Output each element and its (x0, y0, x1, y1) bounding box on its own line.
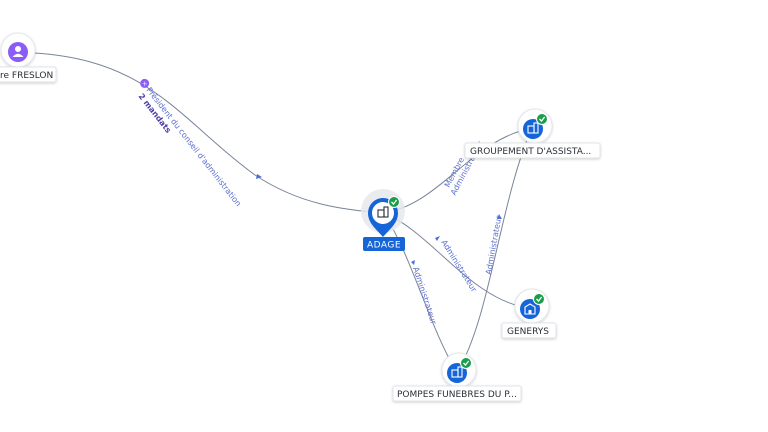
edge-label-text: Administrateur (439, 238, 479, 294)
edge-arrow (435, 236, 440, 241)
edge-label-center-generys: Administrateur (439, 238, 479, 294)
node-label: re FRESLON (0, 71, 53, 81)
node-label-box (0, 66, 57, 83)
node-groupement[interactable]: GROUPEMENT D'ASSISTA... (464, 108, 601, 159)
edge-label-person-center: × Président du conseil d'administration … (137, 78, 244, 208)
mandate-badge-icon (140, 78, 150, 88)
center-label: ADAGE (367, 241, 401, 251)
edge-person-center[interactable] (33, 52, 384, 214)
edge-arrow (497, 214, 502, 219)
edge-label-center-pompes: Administrateur (411, 266, 438, 326)
node-label-box (501, 322, 557, 339)
mandate-badge-glyph: × (140, 80, 149, 88)
node-label-box (464, 142, 601, 159)
verified-check-icon (536, 113, 548, 125)
edge-label-text: Administrateur (484, 214, 503, 275)
node-label: GENERYS (507, 327, 549, 337)
edge-label-text: Administrateur (411, 266, 438, 326)
edge-label-text: Président du conseil d'administration (144, 85, 243, 208)
edge-arrow (411, 260, 415, 265)
verified-check-icon (533, 293, 545, 305)
node-center-adage[interactable]: ADAGE (361, 189, 405, 251)
node-person[interactable]: re FRESLON (0, 32, 57, 83)
verified-check-icon (460, 357, 472, 369)
node-label-box (392, 385, 522, 402)
node-label: GROUPEMENT D'ASSISTA... (470, 147, 591, 157)
center-label-box (363, 237, 405, 251)
edge-arrow (256, 174, 262, 179)
verified-check-icon (388, 196, 400, 208)
node-generys[interactable]: GENERYS (501, 288, 557, 339)
edge-label-pompes-groupement: Administrateur (484, 214, 503, 275)
node-label: POMPES FUNEBRES DU P... (397, 390, 517, 400)
node-pompes[interactable]: POMPES FUNEBRES DU P... (392, 352, 522, 402)
